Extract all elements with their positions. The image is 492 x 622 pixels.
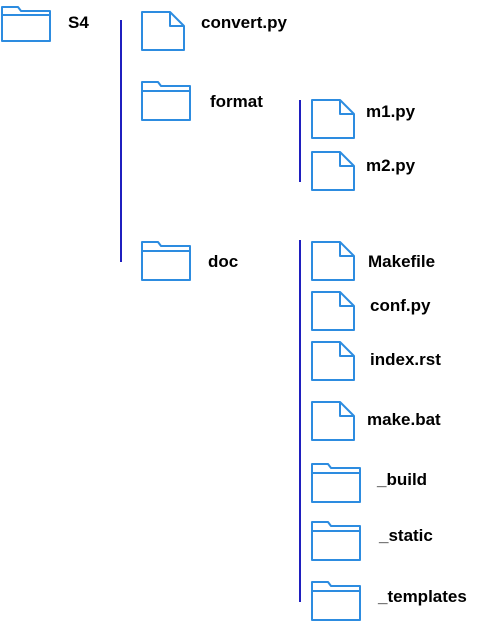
file-icon: [141, 11, 185, 51]
format-children-connector: [299, 100, 301, 182]
doc-folder-label: doc: [208, 252, 239, 271]
file-icon: [311, 401, 355, 441]
file-icon: [311, 291, 355, 331]
file-icon: [311, 151, 355, 191]
folder-icon: [311, 581, 361, 621]
folder-icon: [1, 6, 51, 42]
m1-file-label: m1.py: [366, 102, 416, 121]
file-icon: [311, 99, 355, 139]
m2-file-label: m2.py: [366, 156, 416, 175]
index-file-label: index.rst: [370, 350, 441, 369]
build-folder-label: _build: [377, 470, 428, 489]
root-folder-label: S4: [68, 13, 89, 32]
folder-icon: [311, 463, 361, 503]
makebat-file-label: make.bat: [367, 410, 441, 429]
folder-icon: [141, 81, 191, 121]
doc-children-connector: [299, 240, 301, 602]
format-folder-label: format: [210, 92, 263, 111]
root-children-connector: [120, 20, 122, 262]
makefile-file-label: Makefile: [368, 252, 436, 271]
conf-file-label: conf.py: [370, 296, 431, 315]
folder-icon: [141, 241, 191, 281]
convert-file-label: convert.py: [201, 13, 287, 32]
file-icon: [311, 241, 355, 281]
templates-folder-label: _templates: [378, 587, 467, 606]
file-icon: [311, 341, 355, 381]
static-folder-label: _static: [379, 526, 433, 545]
folder-icon: [311, 521, 361, 561]
